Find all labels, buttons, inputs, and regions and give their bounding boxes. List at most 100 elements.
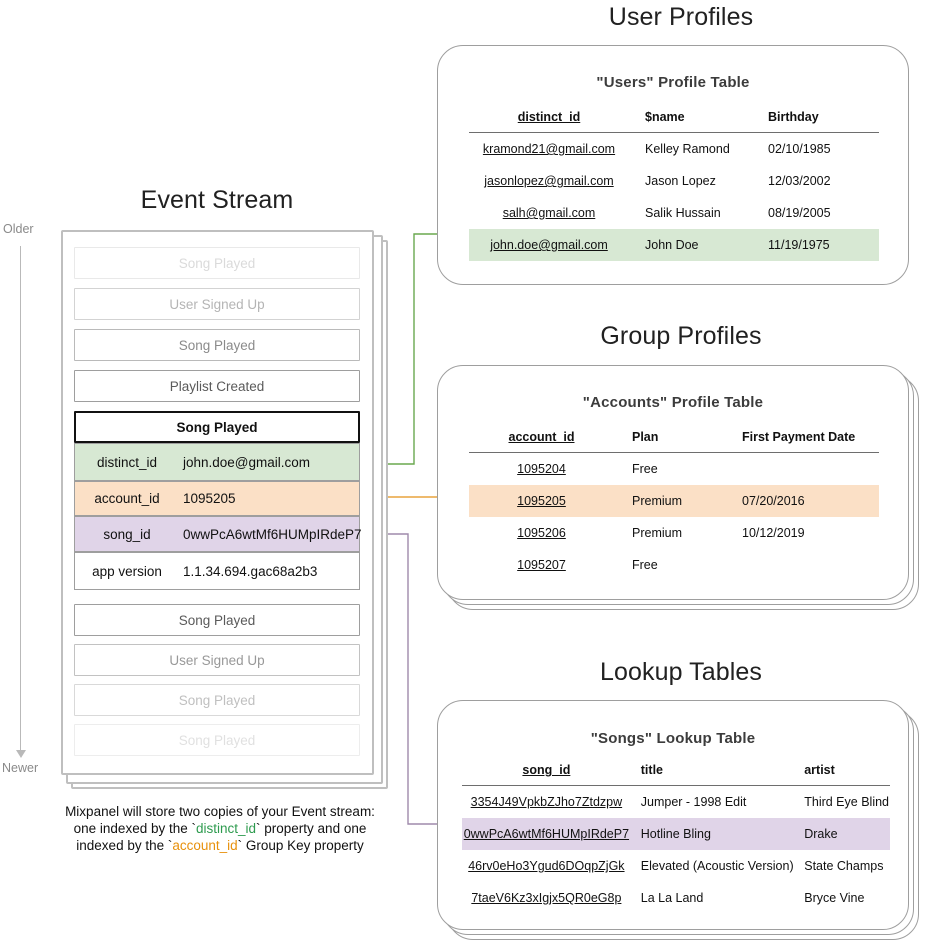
caption-line3-post: ` Group Key property	[237, 838, 364, 853]
caption-token-distinct-id: distinct_id	[195, 821, 257, 836]
group-profiles-title: Group Profiles	[600, 322, 762, 350]
event-property-song-id[interactable]: song_id 0wwPcA6wtMf6HUMpIRdeP7	[74, 516, 362, 552]
cell-song-id: 3354J49VpkbZJho7Ztdzpw	[470, 795, 623, 809]
table-row[interactable]: 1095206 Premium 10/12/2019	[469, 517, 879, 549]
table-row[interactable]: 46rv0eHo3Ygud6DOqpZjGk Elevated (Acousti…	[462, 850, 890, 882]
cell-artist: State Champs	[804, 859, 884, 873]
event-item[interactable]: Playlist Created	[74, 370, 360, 402]
event-item[interactable]: Song Played	[74, 329, 360, 361]
event-item[interactable]: User Signed Up	[74, 288, 360, 320]
column-header-name: $name	[629, 110, 760, 133]
table-row[interactable]: 1095204 Free	[469, 453, 879, 486]
users-table-heading: "Users" Profile Table	[596, 74, 750, 91]
axis-label-newer: Newer	[2, 761, 39, 775]
cell-account-id: 1095204	[517, 462, 566, 476]
songs-table-heading: "Songs" Lookup Table	[590, 730, 756, 747]
caption-line-1: Mixpanel will store two copies of your E…	[65, 804, 375, 819]
cell-song-id: 0wwPcA6wtMf6HUMpIRdeP7	[462, 818, 631, 850]
caption-line2-pre: one indexed by the `	[73, 821, 196, 836]
column-header-account-id: account_id	[469, 430, 614, 453]
cell-distinct-id: jasonlopez@gmail.com	[484, 174, 614, 188]
property-value: 1.1.34.694.gac68a2b3	[183, 563, 318, 579]
cell-name: Jason Lopez	[645, 174, 716, 188]
cell-title: Hotline Bling	[630, 818, 797, 850]
column-header-artist: artist	[796, 763, 890, 786]
cell-birthday: 08/19/2005	[768, 206, 831, 220]
accounts-table-heading: "Accounts" Profile Table	[582, 394, 764, 411]
users-profile-card: "Users" Profile Table distinct_id $name …	[437, 45, 909, 285]
event-label: Song Played	[178, 612, 256, 628]
property-key: account_id	[94, 491, 160, 506]
event-property-app-version[interactable]: app version 1.1.34.694.gac68a2b3	[74, 552, 360, 590]
caption-line-3: indexed by the `account_id` Group Key pr…	[35, 837, 405, 854]
event-item[interactable]: Song Played	[74, 684, 360, 716]
event-label: Song Played	[176, 419, 258, 435]
cell-first-payment-date	[732, 453, 879, 486]
event-label: Playlist Created	[169, 378, 265, 394]
cell-title: Elevated (Acoustic Version)	[640, 859, 794, 873]
column-header-distinct-id: distinct_id	[469, 110, 629, 133]
cell-title: La La Land	[640, 891, 704, 905]
lookup-tables-title: Lookup Tables	[599, 658, 763, 686]
event-item-focused[interactable]: Song Played	[74, 411, 360, 443]
cell-artist: Third Eye Blind	[804, 795, 889, 809]
event-label: Song Played	[178, 255, 256, 271]
table-row[interactable]: kramond21@gmail.com Kelley Ramond 02/10/…	[469, 133, 879, 166]
event-label: User Signed Up	[169, 652, 265, 668]
time-axis-line	[20, 246, 21, 752]
property-key: app version	[92, 563, 162, 579]
column-header-first-payment-date: First Payment Date	[732, 430, 879, 453]
cell-plan: Premium	[614, 485, 732, 517]
time-axis-arrow-icon	[16, 750, 26, 758]
cell-artist: Drake	[796, 818, 890, 850]
cell-account-id: 1095205	[469, 485, 614, 517]
caption-token-account-id: account_id	[172, 838, 238, 853]
cell-name: Salik Hussain	[645, 206, 721, 220]
cell-artist: Bryce Vine	[804, 891, 865, 905]
cell-plan: Free	[632, 462, 658, 476]
table-row[interactable]: 3354J49VpkbZJho7Ztdzpw Jumper - 1998 Edi…	[462, 786, 890, 819]
property-value: 0wwPcA6wtMf6HUMpIRdeP7	[183, 526, 362, 542]
cell-first-payment-date: 07/20/2016	[732, 485, 879, 517]
axis-label-older: Older	[3, 222, 34, 236]
cell-title: Jumper - 1998 Edit	[640, 795, 747, 809]
cell-first-payment-date	[732, 549, 879, 581]
cell-song-id: 46rv0eHo3Ygud6DOqpZjGk	[468, 859, 625, 873]
table-row[interactable]: jasonlopez@gmail.com Jason Lopez 12/03/2…	[469, 165, 879, 197]
cell-distinct-id: salh@gmail.com	[502, 206, 596, 220]
event-item[interactable]: Song Played	[74, 247, 360, 279]
event-property-distinct-id[interactable]: distinct_id john.doe@gmail.com	[74, 443, 360, 481]
accounts-profile-table: account_id Plan First Payment Date 10952…	[469, 430, 879, 581]
songs-lookup-table: song_id title artist 3354J49VpkbZJho7Ztd…	[462, 763, 890, 914]
table-row[interactable]: salh@gmail.com Salik Hussain 08/19/2005	[469, 197, 879, 229]
cell-plan: Free	[632, 558, 658, 572]
caption-line-2: one indexed by the `distinct_id` propert…	[35, 820, 405, 837]
cell-distinct-id: john.doe@gmail.com	[469, 229, 629, 261]
event-label: Song Played	[178, 337, 256, 353]
cell-name: John Doe	[629, 229, 760, 261]
accounts-profile-card: "Accounts" Profile Table account_id Plan…	[437, 365, 909, 600]
cell-first-payment-date: 10/12/2019	[742, 526, 805, 540]
table-row[interactable]: 1095207 Free	[469, 549, 879, 581]
table-row-highlighted[interactable]: 1095205 Premium 07/20/2016	[469, 485, 879, 517]
table-header-row: song_id title artist	[462, 763, 890, 786]
event-item[interactable]: Song Played	[74, 604, 360, 636]
event-property-account-id[interactable]: account_id 1095205	[74, 481, 360, 516]
property-key: distinct_id	[96, 454, 158, 470]
table-header-row: distinct_id $name Birthday	[469, 110, 879, 133]
event-item[interactable]: User Signed Up	[74, 644, 360, 676]
event-label: Song Played	[178, 732, 256, 748]
table-row[interactable]: 7taeV6Kz3xIgjx5QR0eG8p La La Land Bryce …	[462, 882, 890, 914]
cell-plan: Premium	[632, 526, 683, 540]
property-value: john.doe@gmail.com	[183, 454, 311, 470]
table-row-highlighted[interactable]: 0wwPcA6wtMf6HUMpIRdeP7 Hotline Bling Dra…	[462, 818, 890, 850]
event-label: User Signed Up	[169, 296, 265, 312]
event-item[interactable]: Song Played	[74, 724, 360, 756]
table-row-highlighted[interactable]: john.doe@gmail.com John Doe 11/19/1975	[469, 229, 879, 261]
cell-song-id: 7taeV6Kz3xIgjx5QR0eG8p	[471, 891, 622, 905]
cell-birthday: 11/19/1975	[760, 229, 879, 261]
column-header-birthday: Birthday	[760, 110, 879, 133]
event-stream-title: Event Stream	[140, 186, 294, 214]
property-value: 1095205	[183, 491, 236, 506]
